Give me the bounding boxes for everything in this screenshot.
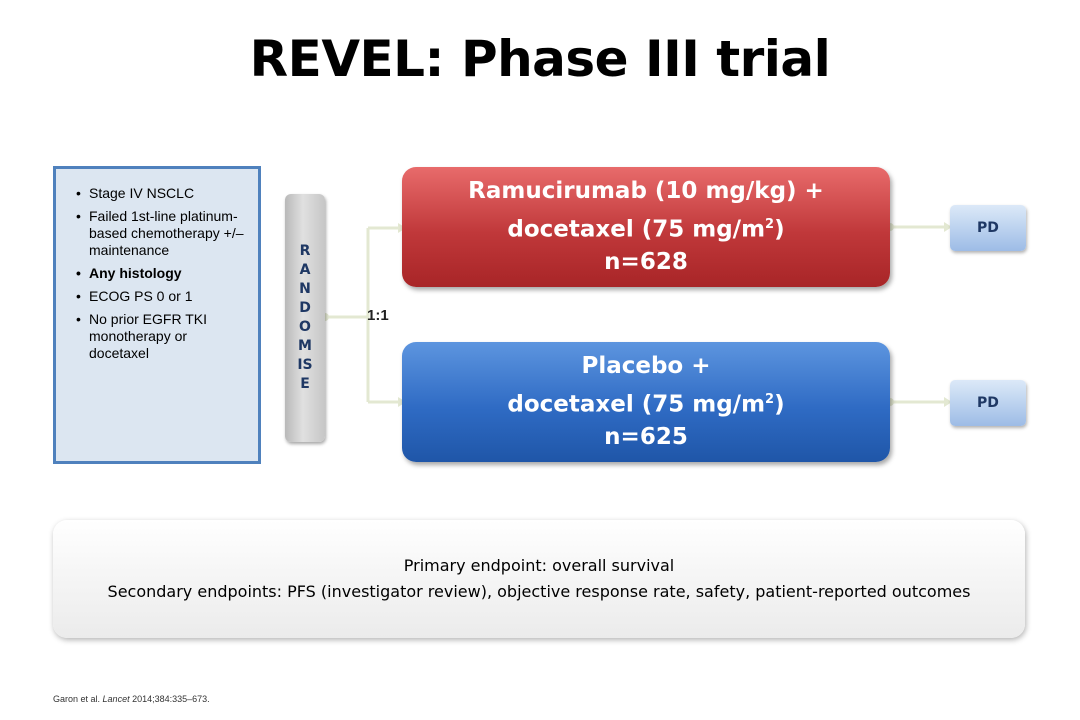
arrowhead [944, 222, 952, 232]
criteria-item: Failed 1st-line platinum-based chemother… [76, 208, 258, 259]
randomise-letter: E [300, 376, 310, 392]
citation: Garon et al. Lancet 2014;384:335–673. [53, 694, 210, 704]
criteria-item: ECOG PS 0 or 1 [76, 288, 258, 305]
randomise-letter: N [299, 281, 311, 297]
randomise-box: R A N D O M IS E [285, 194, 325, 442]
randomise-letter: M [298, 338, 312, 354]
arm-placebo: Placebo + docetaxel (75 mg/m2) n=625 [402, 342, 890, 462]
arrowhead [944, 397, 952, 407]
pd-box-red-arm: PD [950, 205, 1026, 251]
criteria-item: No prior EGFR TKI monotherapy or docetax… [76, 311, 258, 362]
criteria-item: Stage IV NSCLC [76, 185, 258, 202]
pd-box-blue-arm: PD [950, 380, 1026, 426]
arm-line1: Ramucirumab (10 mg/kg) + [468, 177, 824, 204]
criteria-list: Stage IV NSCLC Failed 1st-line platinum-… [56, 185, 258, 362]
arm-n: n=628 [604, 249, 688, 276]
endpoints-box: Primary endpoint: overall survival Secon… [53, 520, 1025, 638]
criteria-item: Any histology [76, 265, 258, 282]
arm-line1: Placebo + [581, 352, 711, 379]
primary-endpoint: Primary endpoint: overall survival [403, 556, 675, 575]
randomise-letter: D [299, 300, 311, 316]
randomise-letter: O [299, 319, 311, 335]
arm-ramucirumab: Ramucirumab (10 mg/kg) + docetaxel (75 m… [402, 167, 890, 287]
randomise-letter: IS [297, 357, 313, 373]
randomisation-ratio: 1:1 [367, 307, 389, 324]
arm-line2: docetaxel (75 mg/m2) [507, 391, 785, 418]
arm-line2: docetaxel (75 mg/m2) [507, 216, 785, 243]
randomise-letter: R [299, 243, 311, 259]
arm-n: n=625 [604, 424, 688, 451]
randomise-letter: A [299, 262, 311, 278]
secondary-endpoints: Secondary endpoints: PFS (investigator r… [107, 582, 971, 601]
page-title: REVEL: Phase III trial [249, 30, 831, 88]
eligibility-criteria-box: Stage IV NSCLC Failed 1st-line platinum-… [53, 166, 261, 464]
